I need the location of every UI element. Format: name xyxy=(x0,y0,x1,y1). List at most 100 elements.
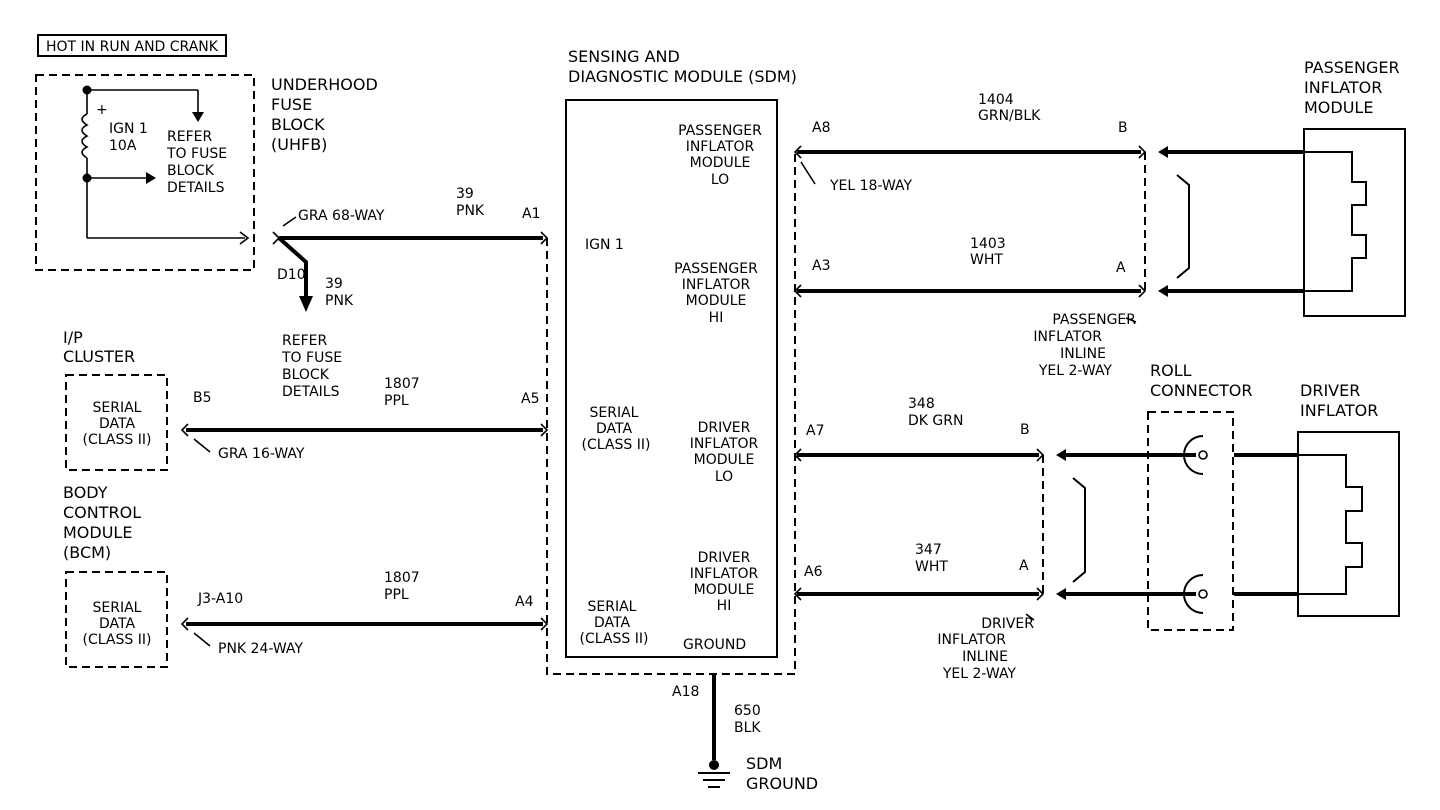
uhfb-connector: GRA 68-WAY xyxy=(298,208,385,224)
sdm-ground-label-line1: SDM xyxy=(746,754,782,773)
sdm-ground-pin: A18 xyxy=(672,684,699,700)
sdm-ground-label-line2: GROUND xyxy=(746,774,818,793)
drv-lo-circuit: 348 xyxy=(908,396,935,412)
fuse-name: IGN 1 xyxy=(109,121,148,137)
driver-wiring: A7 348 DK GRN B A6 347 WHT A DRIVER INFL… xyxy=(793,361,1400,682)
connector-icon xyxy=(793,448,802,462)
uhfb-block: UNDERHOOD FUSE BLOCK (UHFB) + IGN 1 10A … xyxy=(35,74,378,271)
connector-icon xyxy=(180,423,189,437)
ip-cluster-title-line2: CLUSTER xyxy=(63,347,135,366)
sdm-title-line2: DIAGNOSTIC MODULE (SDM) xyxy=(568,67,797,86)
uhfb-title-line2: FUSE xyxy=(271,95,312,114)
drv-lo-pin: A7 xyxy=(806,423,824,439)
bcm-title-line1: BODY xyxy=(63,483,108,502)
fuse-plus: + xyxy=(96,102,108,118)
pass-module-title-line3: MODULE xyxy=(1304,98,1373,117)
coil-icon xyxy=(1183,574,1204,614)
pass-lo-circuit: 1404 xyxy=(978,92,1014,108)
ign-circuit: 39 xyxy=(456,186,474,202)
drv-inline-label-line3: INLINE xyxy=(962,649,1008,665)
uhfb-title-line4: (UHFB) xyxy=(271,135,327,154)
sdm-drv-lo-line2: INFLATOR xyxy=(690,436,759,452)
squib-icon xyxy=(1298,454,1363,595)
bcm-circuit: 1807 xyxy=(384,570,420,586)
branch-circuit: 39 xyxy=(325,276,343,292)
branch-pin: D10 xyxy=(277,267,306,283)
bcm-box-line3: (CLASS II) xyxy=(83,632,152,648)
arrow-right-icon xyxy=(239,231,250,245)
bcm-box-line1: SERIAL xyxy=(93,600,142,616)
connector-icon xyxy=(540,617,549,631)
sdm-drv-hi-line2: INFLATOR xyxy=(690,566,759,582)
ip-box-line1: SERIAL xyxy=(93,400,142,416)
drv-lo-inline-pin: B xyxy=(1020,422,1030,438)
ip-connector: GRA 16-WAY xyxy=(218,446,305,462)
connector-icon xyxy=(180,617,189,631)
sdm-ground-color: BLK xyxy=(734,720,761,736)
inline-connector-bracket xyxy=(1072,477,1086,583)
ip-circuit: 1807 xyxy=(384,376,420,392)
fuse-rating: 10A xyxy=(109,138,137,154)
drv-hi-inline-pin: A xyxy=(1019,558,1029,574)
bcm-connector: PNK 24-WAY xyxy=(218,641,303,657)
arrow-left-icon xyxy=(1158,285,1168,297)
hot-in-run-label-box: HOT IN RUN AND CRANK xyxy=(37,34,227,57)
sdm-drv-hi-line3: MODULE xyxy=(694,582,755,598)
roll-connector-box xyxy=(1147,411,1234,631)
sdm-drv-lo-line3: MODULE xyxy=(694,452,755,468)
drv-module-title-line2: INFLATOR xyxy=(1300,401,1378,420)
passenger-wiring: A8 1404 GRN/BLK B A3 1403 WHT A PASSENGE… xyxy=(793,58,1406,379)
arrow-down-icon xyxy=(192,112,204,122)
hot-in-run-label: HOT IN RUN AND CRANK xyxy=(46,39,219,55)
branch-refer-line1: REFER xyxy=(282,333,327,349)
sdm-serial1-line3: (CLASS II) xyxy=(582,437,651,453)
uhfb-refer-line1: REFER xyxy=(167,129,212,145)
connector-icon xyxy=(1138,284,1147,298)
pass-hi-circuit: 1403 xyxy=(970,236,1006,252)
fuse-coil-icon xyxy=(81,113,89,159)
ip-color: PPL xyxy=(384,393,409,409)
uhfb-refer-line2: TO FUSE xyxy=(166,146,227,162)
pass-lo-inline-pin: B xyxy=(1118,120,1128,136)
sdm-ground: GROUND xyxy=(683,637,746,653)
connector-icon xyxy=(540,423,549,437)
pass-module-title-line2: INFLATOR xyxy=(1304,78,1382,97)
sdm-drv-hi-line1: DRIVER xyxy=(698,550,751,566)
pass-lo-pin: A8 xyxy=(812,120,830,136)
drv-inline-label-line4: YEL 2-WAY xyxy=(942,666,1017,682)
branch-refer-line2: TO FUSE xyxy=(281,350,342,366)
ip-box-line2: DATA xyxy=(99,416,135,432)
ip-cluster: I/P CLUSTER SERIAL DATA (CLASS II) GRA 1… xyxy=(63,328,549,471)
bcm-title-line4: (BCM) xyxy=(63,543,111,562)
sdm-module: SENSING AND DIAGNOSTIC MODULE (SDM) IGN … xyxy=(546,47,913,793)
sdm-pass-lo-line4: LO xyxy=(711,172,729,188)
arrow-left-icon xyxy=(1056,449,1066,461)
uhfb-title-line3: BLOCK xyxy=(271,115,325,134)
pass-inline-label-line2: INFLATOR xyxy=(1033,329,1102,345)
sdm-pass-lo-line1: PASSENGER xyxy=(678,123,762,139)
sdm-pass-hi-line3: MODULE xyxy=(686,293,747,309)
drv-hi-circuit: 347 xyxy=(915,542,942,558)
pass-inline-label-line1: PASSENGER xyxy=(1052,312,1136,328)
sdm-pass-hi-line4: HI xyxy=(709,310,724,326)
branch-refer-line3: BLOCK xyxy=(282,367,330,383)
pass-hi-pin: A3 xyxy=(812,258,830,274)
sdm-connector-right: YEL 18-WAY xyxy=(829,178,913,194)
ip-sdm-pin: A5 xyxy=(521,391,539,407)
arrow-down-icon xyxy=(299,296,313,312)
ign-wire: GRA 68-WAY 39 PNK A1 D10 39 PNK REFER TO… xyxy=(272,186,549,400)
squib-icon xyxy=(1304,151,1367,292)
sdm-title-line1: SENSING AND xyxy=(568,47,680,66)
ign-sdm-pin: A1 xyxy=(522,206,540,222)
bcm-pin: J3-A10 xyxy=(197,591,243,607)
sdm-pass-hi-line2: INFLATOR xyxy=(682,277,751,293)
sdm-ground-circuit: 650 xyxy=(734,703,761,719)
drv-inline-label-line1: DRIVER xyxy=(981,616,1034,632)
bcm-color: PPL xyxy=(384,587,409,603)
sdm-serial1-line2: DATA xyxy=(596,421,632,437)
connector-icon xyxy=(793,145,802,159)
uhfb-refer-line3: BLOCK xyxy=(167,163,215,179)
ip-box-line3: (CLASS II) xyxy=(83,432,152,448)
connector-icon xyxy=(272,231,281,245)
drv-module-box xyxy=(1297,431,1400,617)
